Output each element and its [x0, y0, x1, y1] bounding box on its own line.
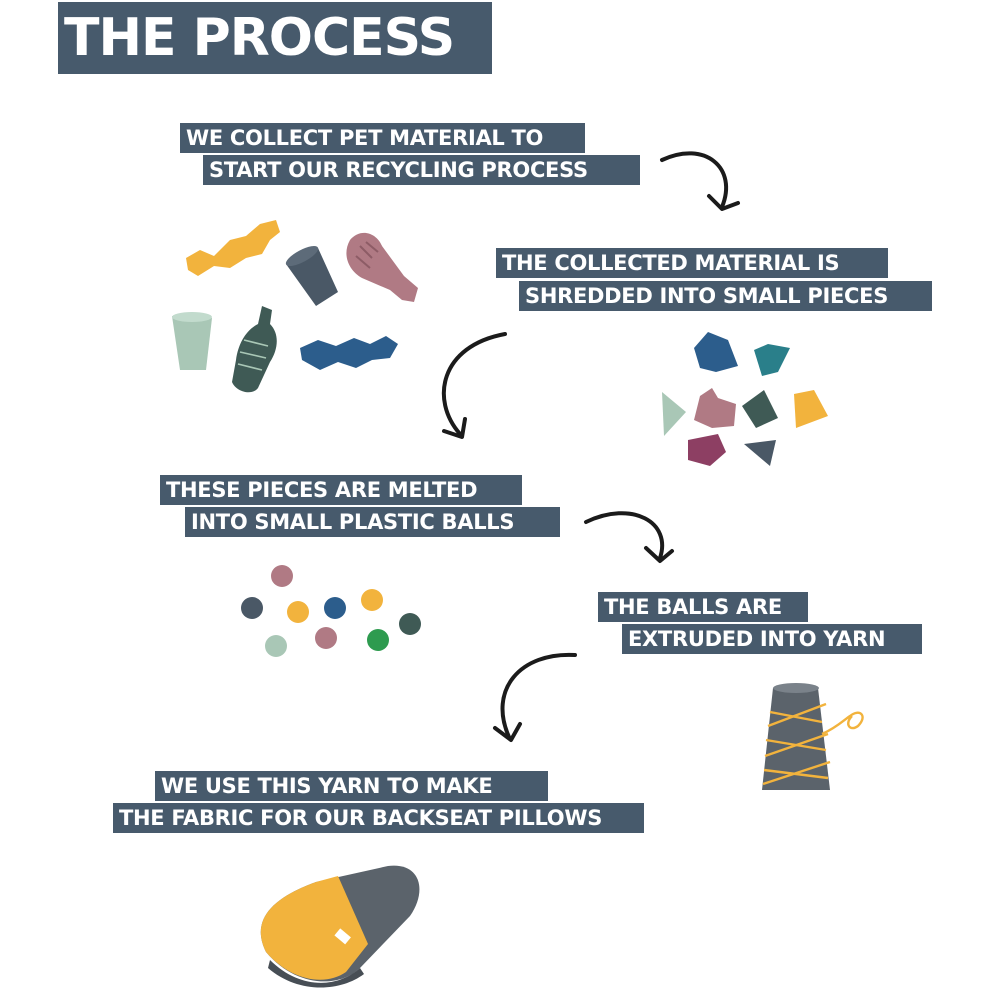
- yarn-spool-icon: [762, 683, 864, 790]
- step-3-line-1: THESE PIECES ARE MELTED: [160, 475, 522, 505]
- step-2-line-2: SHREDDED INTO SMALL PIECES: [519, 281, 932, 311]
- title-banner: [58, 2, 492, 74]
- curved-arrow-icon: [660, 151, 740, 211]
- curved-arrow-icon: [584, 511, 674, 563]
- step-4-line-1: THE BALLS ARE: [598, 592, 808, 622]
- page-title: THE PROCESS: [64, 8, 455, 68]
- step-2-line-1: THE COLLECTED MATERIAL IS: [496, 248, 888, 278]
- step-1-line-2: START OUR RECYCLING PROCESS: [203, 155, 640, 185]
- curved-arrow-icon: [441, 332, 507, 439]
- shredded-plastic-pieces-icon: [662, 332, 828, 466]
- backseat-pillow-icon: [260, 865, 420, 988]
- step-3-line-2: INTO SMALL PLASTIC BALLS: [185, 507, 560, 537]
- step-5-line-1: WE USE THIS YARN TO MAKE: [155, 771, 548, 801]
- plastic-balls-icon: [241, 565, 421, 657]
- step-4-line-2: EXTRUDED INTO YARN: [622, 624, 922, 654]
- curved-arrow-icon: [493, 652, 577, 742]
- step-5-line-2: THE FABRIC FOR OUR BACKSEAT PILLOWS: [113, 803, 644, 833]
- step-1-line-1: WE COLLECT PET MATERIAL TO: [180, 123, 585, 153]
- pet-bottles-and-cups-icon: [172, 220, 418, 393]
